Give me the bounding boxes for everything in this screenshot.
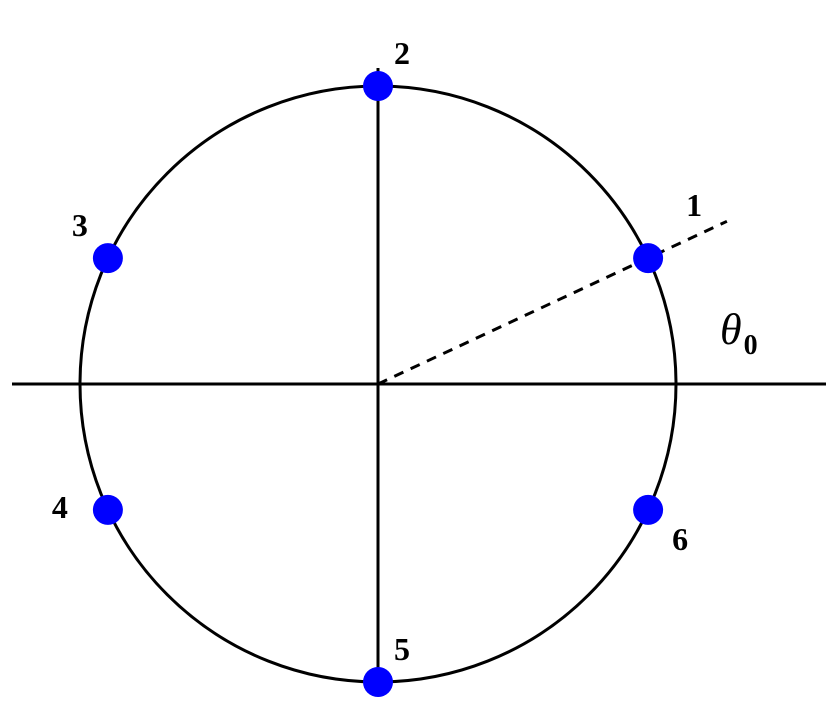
point-2-label: 2 [394, 35, 410, 71]
point-1-label: 1 [686, 187, 702, 223]
point-3-marker [92, 243, 123, 274]
theta-label: θ0 [720, 305, 758, 361]
point-5-label: 5 [394, 631, 410, 667]
point-4-label: 4 [52, 489, 68, 525]
theta-symbol: θ [720, 305, 742, 354]
point-6-marker [633, 494, 664, 525]
point-3-label: 3 [72, 207, 88, 243]
point-5-marker [363, 667, 393, 697]
point-6-label: 6 [672, 521, 688, 557]
theta-subscript: 0 [744, 330, 758, 361]
points-group: 1 2 3 4 5 6 [52, 35, 702, 697]
point-2-marker [363, 71, 393, 101]
point-1-marker [633, 243, 664, 274]
point-4-marker [92, 494, 123, 525]
